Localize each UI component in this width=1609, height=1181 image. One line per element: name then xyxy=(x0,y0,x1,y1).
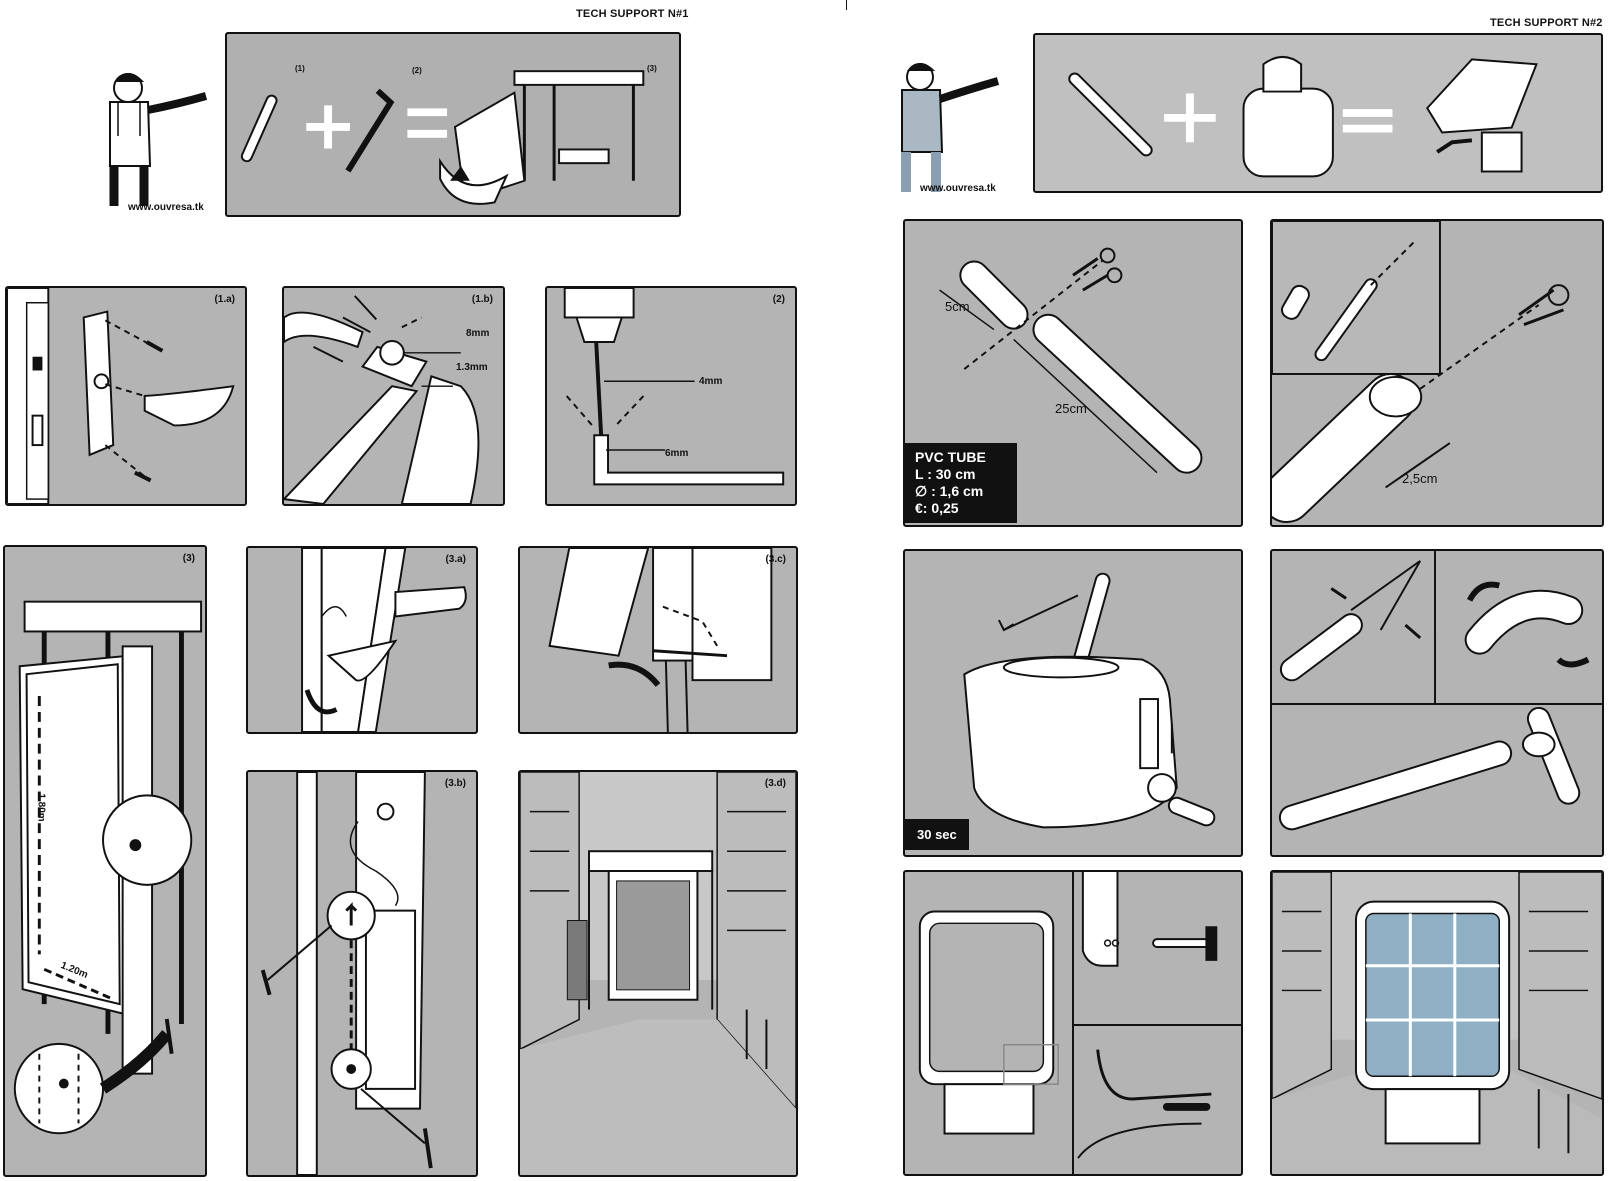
panel-2: 4mm 6mm (2) xyxy=(545,286,797,506)
panel-label: (3.b) xyxy=(445,778,466,789)
panel-tube-cut: 5cm 25cm PVC TUBE L : 30 cm ∅ : 1,6 cm €… xyxy=(903,219,1243,527)
measure-1-3mm: 1.3mm xyxy=(456,362,488,373)
panel-3a: (3.a) xyxy=(246,546,478,734)
worker-figure-right xyxy=(880,57,1010,197)
toaster-time-label: 30 sec xyxy=(905,819,969,850)
panel-3b: (3.b) xyxy=(246,770,478,1177)
pvc-tube-info: PVC TUBE L : 30 cm ∅ : 1,6 cm €: 0,25 xyxy=(905,443,1017,523)
panel-1a: (1.a) xyxy=(5,286,247,506)
panel-3d: (3.d) xyxy=(518,770,798,1177)
tube-info-price: €: 0,25 xyxy=(915,500,1007,517)
right-sheet-title: TECH SUPPORT N#2 xyxy=(1490,17,1603,29)
measure-2-5cm: 2,5cm xyxy=(1402,471,1437,486)
tube-info-length: L : 30 cm xyxy=(915,466,1007,483)
measure-4mm: 4mm xyxy=(699,376,722,387)
panel-label: (1.b) xyxy=(472,294,493,305)
equation-label-2: (2) xyxy=(412,66,422,75)
panel-label: (3.a) xyxy=(445,554,466,565)
crop-mark xyxy=(846,0,847,10)
measure-8mm: 8mm xyxy=(466,328,489,339)
equation-label-3: (3) xyxy=(647,64,657,73)
panel-3: 1.80m 1.20m (3) xyxy=(3,545,207,1177)
worker-figure-left xyxy=(88,66,218,216)
panel-label: (2) xyxy=(773,294,785,305)
panel-label: (3) xyxy=(183,553,195,564)
tube-info-title: PVC TUBE xyxy=(915,449,1007,466)
right-url: www.ouvresa.tk xyxy=(920,183,996,194)
measure-25cm: 25cm xyxy=(1055,401,1087,416)
panel-toaster: 30 sec xyxy=(903,549,1243,857)
panel-3c: (3.c) xyxy=(518,546,798,734)
left-sheet-title: TECH SUPPORT N#1 xyxy=(576,8,689,20)
panel-tube-bend xyxy=(1270,549,1604,857)
panel-billboard-street xyxy=(1270,870,1604,1176)
panel-label: (3.c) xyxy=(765,554,786,565)
measure-6mm: 6mm xyxy=(665,448,688,459)
panel-label: (1.a) xyxy=(214,294,235,305)
right-header-banner xyxy=(1033,33,1603,193)
measure-5cm: 5cm xyxy=(945,299,970,314)
left-header-banner: (1) (2) (3) xyxy=(225,32,681,217)
panel-label: (3.d) xyxy=(765,778,786,789)
left-url: www.ouvresa.tk xyxy=(128,202,204,213)
measure-1-80m: 1.80m xyxy=(36,793,47,821)
equation-label-1: (1) xyxy=(295,64,305,73)
panel-billboard-insert xyxy=(903,870,1243,1176)
tube-info-diameter: ∅ : 1,6 cm xyxy=(915,483,1007,500)
panel-tube-split: 2,5cm xyxy=(1270,219,1604,527)
panel-1b: 8mm 1.3mm (1.b) xyxy=(282,286,505,506)
